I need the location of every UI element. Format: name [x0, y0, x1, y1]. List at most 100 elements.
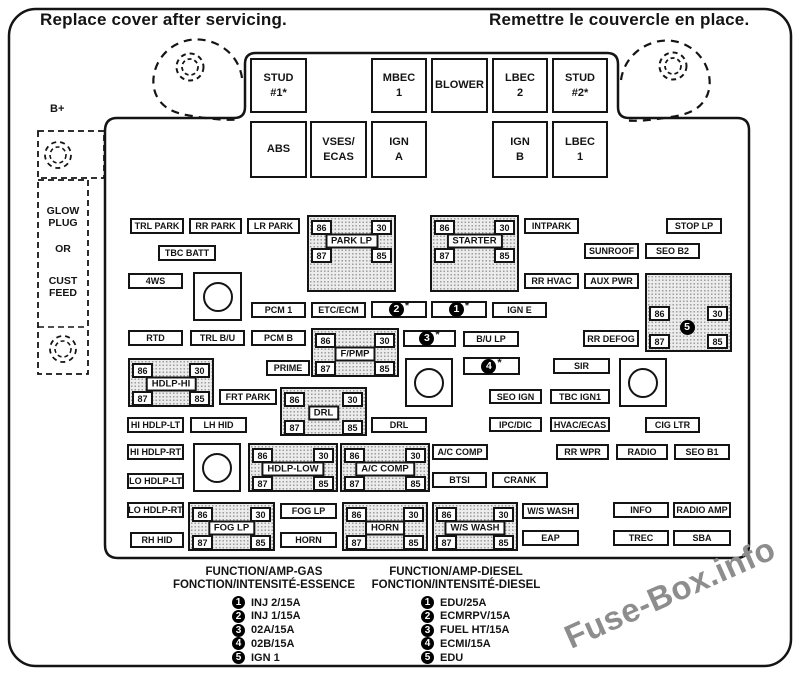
legend-gas-header: FUNCTION/AMP-GAS FONCTION/INTENSITÉ-ESSE… — [164, 566, 364, 591]
component-box-label: 1 — [576, 150, 584, 163]
fuse-box: RH HID — [130, 532, 184, 548]
relay-label: DRL — [307, 405, 340, 421]
fusebox-outline — [103, 51, 751, 560]
breaker-circle-icon — [202, 452, 232, 483]
component-box-label: IGN — [389, 136, 409, 149]
component-box-label: IGN — [510, 136, 530, 149]
component-box-label: STUD — [565, 72, 595, 85]
numbered-fuse-box: 3* — [403, 329, 456, 347]
relay-pin: 87 — [344, 476, 365, 491]
mounting-bolt-right-icon — [658, 51, 688, 81]
fuse-box: INFO — [613, 502, 669, 518]
numbered-fuse-circle-icon: 3 — [419, 331, 435, 346]
fuse-box: HI HDLP-LT — [127, 417, 184, 433]
component-box-label: #2* — [571, 86, 589, 99]
fuse-box: TREC — [613, 530, 669, 546]
relay-circled-number-icon: 5 — [679, 320, 695, 335]
component-box: STUD#1* — [250, 58, 307, 113]
breaker-circle-icon — [202, 281, 233, 312]
fuse-box: SUNROOF — [584, 243, 639, 259]
relay-label: HORN — [365, 520, 405, 536]
relay-pin: 85 — [313, 476, 334, 491]
fuse-box: DRL — [371, 417, 427, 433]
glow-plug-text: CUST — [48, 275, 78, 287]
legend-diesel-title-en: FUNCTION/AMP-DIESEL — [389, 566, 523, 578]
legend-item-label: ECMRPV/15A — [440, 610, 511, 623]
relay-pin: 87 — [649, 334, 670, 349]
legend-item-label: EDU — [440, 651, 464, 664]
legend-item-label: INJ 2/15A — [251, 596, 301, 609]
legend-number-circle-icon: 3 — [232, 623, 245, 637]
relay-pin: 30 — [189, 363, 210, 378]
fuse-box: RADIO AMP — [673, 502, 731, 518]
fuse-box: LO HDLP-RT — [127, 502, 184, 518]
relay-pin: 87 — [346, 535, 367, 550]
legend-item-label: INJ 1/15A — [251, 610, 301, 623]
relay-pin: 87 — [192, 535, 213, 550]
numbered-fuse-box: 1* — [431, 300, 487, 318]
numbered-fuse-box: 2* — [371, 300, 427, 318]
fuse-box: SEO B2 — [645, 243, 700, 259]
relay-pin: 86 — [434, 220, 455, 235]
relay-pin: 30 — [342, 392, 363, 407]
component-box-label: A — [395, 150, 403, 163]
fuse-box: TRL PARK — [130, 218, 184, 234]
fuse-box: FOG LP — [280, 503, 337, 519]
glow-plug-text: FEED — [48, 287, 77, 299]
fuse-box: SEO B1 — [674, 444, 730, 460]
glow-plug-bolt-inner-icon — [54, 340, 72, 358]
legend-gas-title-fr: FONCTION/INTENSITÉ-ESSENCE — [172, 578, 356, 591]
component-box-label: LBEC — [565, 136, 595, 149]
fuse-box: PRIME — [266, 360, 310, 376]
legend-number-circle-icon: 5 — [232, 651, 245, 665]
component-box-label: 1 — [395, 86, 403, 99]
component-box-label: BLOWER — [435, 79, 484, 92]
relay-label: STARTER — [446, 233, 503, 249]
legend-number-circle-icon: 1 — [421, 596, 434, 609]
relay-pin: 85 — [342, 420, 363, 435]
fuse-box: SIR — [553, 358, 610, 374]
b-plus-bolt-inner-icon — [49, 146, 67, 164]
legend-gas-item: 2 INJ 1/15A — [232, 609, 301, 623]
mounting-ear-right — [619, 39, 711, 122]
fuse-box: B/U LP — [463, 331, 519, 347]
legend-number-circle-icon: 4 — [232, 637, 245, 651]
relay-pin: 87 — [284, 420, 305, 435]
b-plus-stud-box — [37, 130, 105, 179]
relay-pin: 85 — [403, 535, 424, 550]
numbered-fuse-circle-icon: 4 — [481, 358, 497, 374]
circuit-breaker-box — [619, 358, 667, 407]
legend-diesel-header: FUNCTION/AMP-DIESEL FONCTION/INTENSITÉ-D… — [350, 566, 562, 591]
relay-label: HDLP-LOW — [261, 461, 325, 477]
component-box-label: VSES/ — [322, 136, 355, 149]
relay-pin: 30 — [250, 507, 271, 522]
fuse-box: PCM B — [251, 330, 306, 346]
fuse-box: RTD — [128, 330, 183, 346]
relay-pin: 85 — [250, 535, 271, 550]
relay-label: HDLP-HI — [145, 376, 197, 392]
numbered-fuse-circle-icon: 1 — [448, 302, 464, 317]
fuse-box: RR PARK — [189, 218, 242, 234]
b-plus-label: B+ — [50, 103, 65, 115]
relay-label: W/S WASH — [444, 520, 506, 536]
fuse-box: INTPARK — [524, 218, 579, 234]
legend-number-circle-icon: 2 — [232, 609, 245, 623]
glow-plug-text: GLOW — [46, 205, 80, 217]
